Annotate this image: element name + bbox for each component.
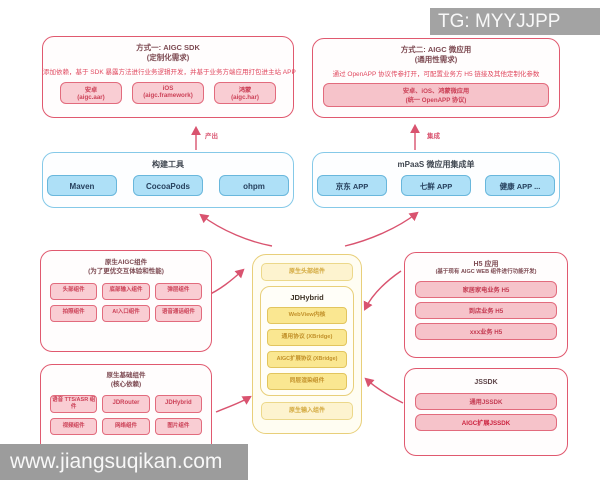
method2-title: 方式二: AIGC 微应用 xyxy=(400,45,472,54)
mpaas-box: mPaaS 微应用集成单 京东 APP 七鲜 APP 健康 APP ... xyxy=(312,152,560,208)
method2-description: 通过 OpenAPP 协议传参打开，可配置业务方 H5 链接及其他定制化参数 xyxy=(332,71,540,79)
sdk-ios-artifact: (aigc.framework) xyxy=(143,92,193,100)
method1-box: 方式一: AIGC SDK (定制化需求) 添加依赖，基于 SDK 暴露方法进行… xyxy=(42,36,296,118)
sdk-harmony-node: 鸿蒙 (aigc.har) xyxy=(214,82,276,105)
mpaas-app-jd: 京东 APP xyxy=(317,175,387,196)
jssdk-aigc-ext: AIGC扩展JSSDK xyxy=(415,414,557,432)
buildtool-cocoapods: CocoaPods xyxy=(133,175,203,196)
mpaas-app-health: 健康 APP ... xyxy=(485,175,555,196)
xbridge-common-pill: 通用协议 (XBridge) xyxy=(267,329,347,346)
arrow-nativebase-to-center xyxy=(215,395,252,413)
method2-box: 方式二: AIGC 微应用 (通用性需求) 通过 OpenAPP 协议传参打开，… xyxy=(312,38,560,118)
sdk-harmony-artifact: (aigc.har) xyxy=(231,94,259,102)
native-base-subtitle: (核心依赖) xyxy=(110,380,142,388)
arrow-h5-to-center xyxy=(363,270,402,311)
jssdk-title: JSSDK xyxy=(474,379,498,386)
method1-description: 添加依赖，基于 SDK 暴露方法进行业务逻辑开发，并基于业务方端应用打包进主站 … xyxy=(43,69,296,77)
microapp-label: 安卓、iOS、鸿蒙微应用 xyxy=(402,88,470,96)
h5-xxx: xxx业务 H5 xyxy=(415,322,557,340)
component-voice-call: 语音通话组件 xyxy=(154,304,202,322)
xbridge-aigc-pill: AIGC扩展协议 (XBridge) xyxy=(267,351,347,368)
h5-apps-title: H5 应用 xyxy=(473,261,499,268)
sdk-ios-label: iOS xyxy=(162,85,174,93)
native-header-pill: 原生头部组件 xyxy=(261,263,353,281)
h5-apps-box: H5 应用 (基于现有 AIGC WEB 组件进行功能开发) 家居家电业务 H5… xyxy=(404,252,568,358)
arrow-center-to-mpaas xyxy=(344,211,419,247)
sdk-ios-node: iOS (aigc.framework) xyxy=(132,82,204,105)
same-layer-render-pill: 同层渲染组件 xyxy=(267,373,347,390)
site-watermark: www.jiangsuqikan.com xyxy=(0,444,248,480)
telegram-watermark: TG: MYYJJPP xyxy=(430,8,600,35)
sdk-android-label: 安卓 xyxy=(84,87,98,95)
buildtools-title: 构建工具 xyxy=(152,160,184,169)
native-aigc-subtitle: (为了更优交互体验和性能) xyxy=(88,267,164,275)
component-popup: 弹层组件 xyxy=(154,282,202,300)
component-video: 视频组件 xyxy=(50,417,98,435)
native-input-pill: 原生输入组件 xyxy=(261,402,353,420)
buildtool-maven: Maven xyxy=(47,175,117,196)
webview-kernel-pill: WebView内核 xyxy=(267,307,347,324)
method1-title: 方式一: AIGC SDK xyxy=(136,43,200,52)
jssdk-box: JSSDK 通用JSSDK AIGC扩展JSSDK xyxy=(404,368,568,456)
mpaas-app-qixian: 七鲜 APP xyxy=(401,175,471,196)
native-aigc-box: 原生AIGC组件 (为了更优交互体验和性能) 头部组件 底部输入组件 弹层组件 … xyxy=(40,250,212,352)
method2-subtitle: (通用性需求) xyxy=(414,55,458,65)
component-tts-asr: 语音 TTS/ASR 组件 xyxy=(50,394,98,413)
buildtool-ohpm: ohpm xyxy=(219,175,289,196)
h5-apps-subtitle: (基于现有 AIGC WEB 组件进行功能开发) xyxy=(435,269,537,276)
hybrid-container: 原生头部组件 JDHybrid WebView内核 通用协议 (XBridge)… xyxy=(252,254,362,434)
jssdk-common: 通用JSSDK xyxy=(415,393,557,411)
native-base-title: 原生基础组件 xyxy=(106,372,146,379)
h5-instore: 到店业务 H5 xyxy=(415,301,557,319)
jdhybrid-box: JDHybrid WebView内核 通用协议 (XBridge) AIGC扩展… xyxy=(260,286,354,396)
arrow-jssdk-to-center xyxy=(364,377,404,404)
arrow-label-integrate: 集成 xyxy=(427,133,440,140)
method1-subtitle: (定制化需求) xyxy=(146,53,190,63)
mpaas-title: mPaaS 微应用集成单 xyxy=(397,160,475,169)
h5-home-appliance: 家居家电业务 H5 xyxy=(415,280,557,298)
component-jdrouter: JDRouter xyxy=(102,394,150,413)
jdhybrid-title: JDHybrid xyxy=(290,293,324,302)
microapp-node: 安卓、iOS、鸿蒙微应用 (统一 OpenAPP 协议) xyxy=(323,83,549,108)
component-jdhybrid: JDHybrid xyxy=(154,394,202,413)
component-bottom-input: 底部输入组件 xyxy=(102,282,150,300)
sdk-android-node: 安卓 (aigc.aar) xyxy=(60,82,122,105)
component-camera: 拍照组件 xyxy=(50,304,98,322)
component-image: 图片组件 xyxy=(154,417,202,435)
arrow-label-output: 产出 xyxy=(205,133,218,140)
sdk-android-artifact: (aigc.aar) xyxy=(77,94,105,102)
sdk-harmony-label: 鸿蒙 xyxy=(238,87,252,95)
component-header: 头部组件 xyxy=(50,282,98,300)
native-aigc-title: 原生AIGC组件 xyxy=(104,259,148,266)
microapp-protocol: (统一 OpenAPP 协议) xyxy=(405,97,467,105)
buildtools-box: 构建工具 Maven CocoaPods ohpm xyxy=(42,152,294,208)
arrow-center-to-buildtools xyxy=(199,213,273,247)
component-network: 网络组件 xyxy=(102,417,150,435)
component-ai-entry: AI入口组件 xyxy=(102,304,150,322)
